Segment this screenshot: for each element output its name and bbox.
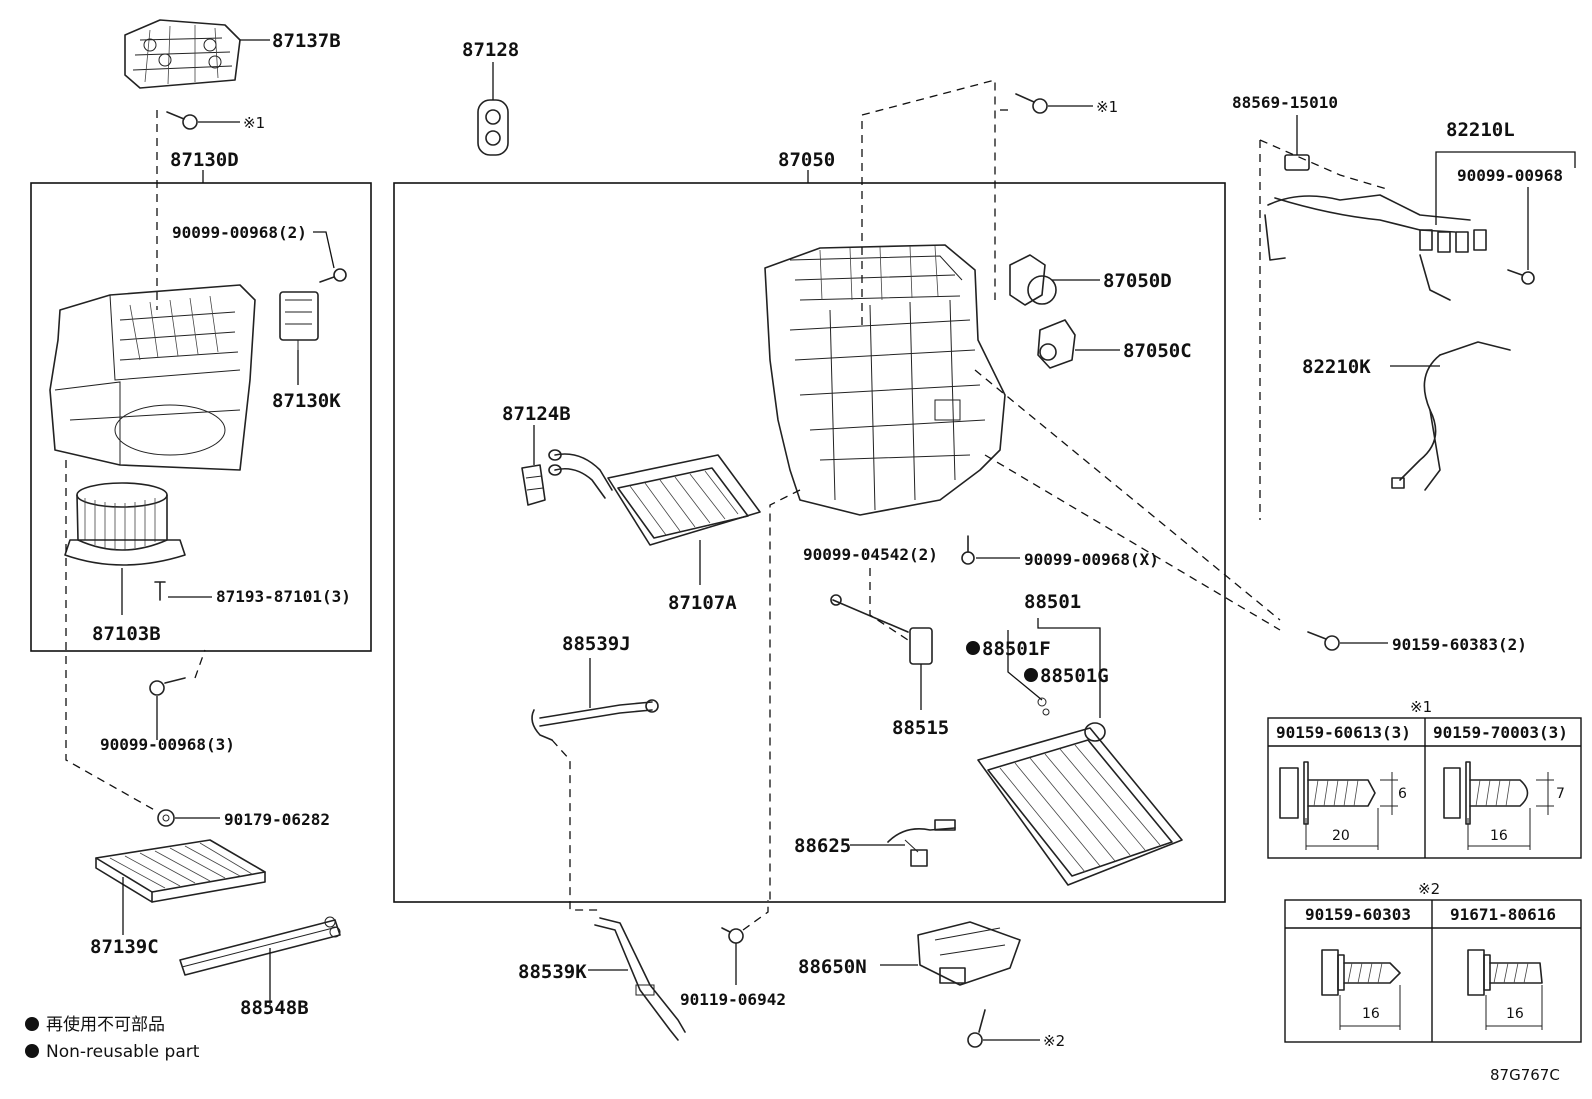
part-88625-drawing (887, 819, 956, 867)
label-90179-06282: 90179-06282 (224, 810, 330, 829)
label-90099-00968-X: 90099-00968(X) (1024, 550, 1159, 569)
part-87128-drawing (477, 99, 509, 156)
part-87050-drawing (764, 244, 1006, 516)
part-90179-drawing (157, 809, 175, 827)
table2-col2-header: 91671-80616 (1450, 905, 1556, 924)
diagram-code: 87G767C (1490, 1066, 1560, 1084)
part-88548B-drawing (179, 916, 341, 976)
table1-dim2-diameter: 7 (1556, 786, 1565, 802)
screw-upper-center-drawing (1015, 93, 1048, 114)
label-87193-87101-3: 87193-87101(3) (216, 587, 351, 606)
label-ref1-table: ※1 (1410, 698, 1432, 716)
legend-japanese: 再使用不可部品 (46, 1014, 165, 1035)
label-90159-60383-2: 90159-60383(2) (1392, 635, 1527, 654)
label-87128: 87128 (462, 39, 519, 61)
part-87139C-drawing (95, 839, 266, 903)
part-82210L-drawing (1264, 194, 1487, 301)
part-87050D-drawing (1009, 254, 1057, 306)
label-90119-06942: 90119-06942 (680, 990, 786, 1009)
label-88569-15010: 88569-15010 (1232, 93, 1338, 112)
table1-dim2-length: 16 (1490, 828, 1508, 844)
part-87124B-drawing (521, 464, 546, 506)
screw-90099-00968-3-drawing (149, 677, 186, 696)
table1-dim1-length: 20 (1332, 828, 1350, 844)
label-90099-00968-3: 90099-00968(3) (100, 735, 235, 754)
table2-dim1-length: 16 (1362, 1006, 1380, 1022)
legend-dot-en (25, 1044, 39, 1058)
label-90099-04542-2: 90099-04542(2) (803, 545, 938, 564)
label-87124B: 87124B (502, 403, 571, 425)
label-88515: 88515 (892, 717, 949, 739)
screw-right-harness-drawing (1507, 269, 1535, 285)
label-87137B: 87137B (272, 30, 341, 52)
part-88501-drawing (977, 722, 1183, 886)
table1-col1-header: 90159-60613(3) (1276, 723, 1411, 742)
table2-col1-header: 90159-60303 (1305, 905, 1411, 924)
part-87050C-drawing (1037, 319, 1076, 369)
part-87103B-drawing (64, 482, 186, 566)
part-88650N-drawing (917, 921, 1021, 986)
screw-90099-00968-2-drawing (319, 268, 347, 283)
label-87050D: 87050D (1103, 270, 1172, 292)
label-87130D: 87130D (170, 149, 239, 171)
legend-dot-jp (25, 1017, 39, 1031)
screw-90119-drawing (721, 927, 744, 944)
heater-unit-box (393, 182, 1226, 903)
non-reusable-dot-88501G (1024, 668, 1038, 682)
label-88501: 88501 (1024, 591, 1081, 613)
label-88501F: 88501F (982, 638, 1051, 660)
label-90099-00968-right: 90099-00968 (1457, 166, 1563, 185)
screw-top-left-drawing (166, 111, 198, 130)
label-87103B: 87103B (92, 623, 161, 645)
label-88501G: 88501G (1040, 665, 1109, 687)
table2-dim2-length: 16 (1506, 1006, 1524, 1022)
label-88625: 88625 (794, 835, 851, 857)
label-82210L: 82210L (1446, 119, 1515, 141)
label-ref2-bottom: ※2 (1043, 1032, 1065, 1050)
label-87107A: 87107A (668, 592, 737, 614)
screw-90099-00968-X-drawing (961, 535, 975, 565)
screw-87193-drawing (154, 581, 166, 601)
label-87130K: 87130K (272, 390, 341, 412)
label-88539K: 88539K (518, 961, 587, 983)
part-87107A-drawing (548, 449, 761, 546)
part-88539J-drawing (531, 699, 659, 741)
screw-88650N-drawing (967, 1009, 986, 1048)
label-88650N: 88650N (798, 956, 867, 978)
blower-assembly-box (30, 182, 372, 652)
part-88515-drawing (830, 594, 933, 665)
part-87137B-drawing (124, 19, 241, 89)
label-87050C: 87050C (1123, 340, 1192, 362)
part-82210K-drawing (1391, 341, 1511, 491)
label-87139C: 87139C (90, 936, 159, 958)
table1-dim1-diameter: 6 (1398, 786, 1407, 802)
label-ref1-top: ※1 (243, 114, 265, 132)
part-88569-drawing (1284, 154, 1310, 171)
label-87050: 87050 (778, 149, 835, 171)
bolt-table-1 (1267, 717, 1582, 859)
part-87130K-drawing (279, 291, 319, 350)
blower-case-drawing (49, 284, 256, 471)
bolt-table-2 (1284, 899, 1582, 1043)
screw-90159-60383-drawing (1307, 631, 1340, 651)
label-90099-00968-2: 90099-00968(2) (172, 223, 307, 242)
table1-col2-header: 90159-70003(3) (1433, 723, 1568, 742)
label-ref1-mid: ※1 (1096, 98, 1118, 116)
legend-english: Non-reusable part (46, 1042, 200, 1062)
part-88539K-drawing (594, 917, 686, 1041)
label-ref2-table: ※2 (1418, 880, 1440, 898)
non-reusable-dot-88501F (966, 641, 980, 655)
label-82210K: 82210K (1302, 356, 1371, 378)
label-88548B: 88548B (240, 997, 309, 1019)
label-88539J: 88539J (562, 633, 631, 655)
